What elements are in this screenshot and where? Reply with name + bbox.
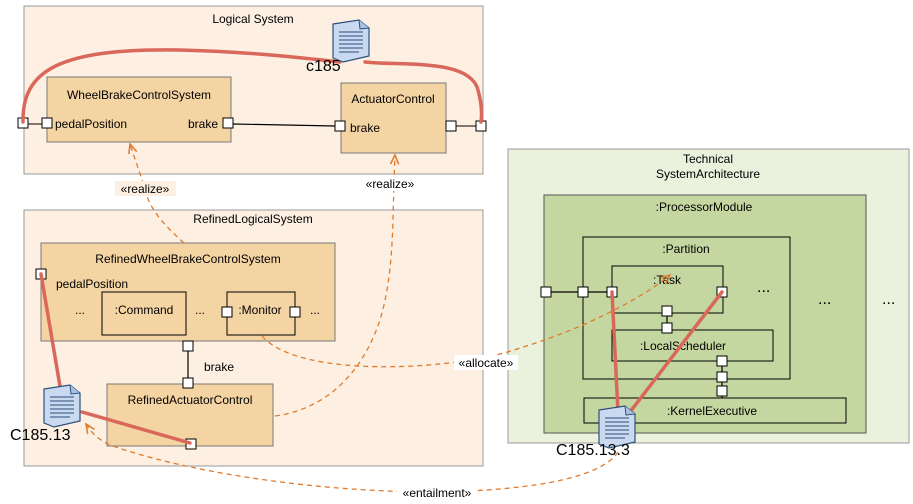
svg-text:«realize»: «realize»: [121, 182, 170, 196]
contract-c185-13-3-label: C185.13.3: [556, 442, 630, 459]
technical-title-line1: Technical: [683, 152, 733, 166]
port: [661, 305, 673, 317]
port: [41, 117, 53, 129]
refined-ellipsis-right: ...: [310, 303, 320, 317]
actuator-brake-port-label: brake: [350, 121, 380, 135]
actuator-control[interactable]: ActuatorControl brake: [340, 82, 447, 154]
realize-label-right: «realize»: [358, 176, 422, 191]
actuator-control-name: ActuatorControl: [351, 92, 434, 106]
port: [222, 117, 234, 129]
entailment-label: «entailment»: [397, 485, 477, 500]
allocate-label: «allocate»: [454, 355, 518, 370]
local-scheduler[interactable]: :LocalScheduler: [611, 329, 774, 362]
refined-brake-label: brake: [204, 360, 234, 374]
port: [445, 120, 457, 132]
wheel-brake-control-system-name: WheelBrakeControlSystem: [67, 88, 211, 102]
contract-link: [21, 48, 342, 124]
port: [540, 286, 552, 298]
refined-wheel-brake-name: RefinedWheelBrakeControlSystem: [95, 252, 280, 266]
port: [577, 286, 589, 298]
logical-system-title: Logical System: [212, 12, 293, 26]
kernel-executive-label: :KernelExecutive: [667, 404, 757, 418]
monitor-part-label: :Monitor: [238, 303, 281, 317]
contract-link: [363, 60, 484, 124]
port: [716, 371, 728, 383]
partition-label: :Partition: [662, 242, 709, 256]
contract-links: [21, 48, 724, 445]
refined-actuator-control[interactable]: RefinedActuatorControl: [106, 383, 274, 447]
technical-title-line2: SystemArchitecture: [656, 167, 760, 181]
technical-ellipsis: ...: [882, 291, 895, 308]
local-scheduler-label: :LocalScheduler: [640, 339, 726, 353]
refined-actuator-control-name: RefinedActuatorControl: [128, 393, 253, 407]
command-part[interactable]: :Command: [101, 291, 187, 336]
realize-label-left: «realize»: [115, 181, 176, 196]
contract-link: [80, 410, 192, 445]
command-part-label: :Command: [115, 303, 174, 317]
port: [716, 355, 728, 367]
refined-logical-system-title: RefinedLogicalSystem: [193, 212, 312, 226]
brake-connector: [232, 123, 336, 127]
contract-c185-13-label: C185.13: [10, 427, 71, 444]
contract-c185-13-3[interactable]: C185.13.3: [556, 405, 636, 459]
refined-ellipsis-mid: ...: [195, 303, 205, 317]
svg-text:«allocate»: «allocate»: [459, 356, 514, 370]
contract-link: [39, 272, 64, 400]
entailment-dependency: [86, 424, 619, 493]
allocate-dependency: [261, 275, 670, 368]
monitor-part[interactable]: :Monitor: [226, 291, 296, 336]
refined-ellipsis-left: ...: [75, 303, 85, 317]
pedal-position-port-label: pedalPosition: [55, 117, 127, 131]
svg-text:«entailment»: «entailment»: [403, 486, 472, 500]
processor-module-label: :ProcessorModule: [656, 200, 753, 214]
port: [334, 120, 346, 132]
port: [182, 340, 194, 352]
contract-link: [628, 290, 724, 414]
svg-text:«realize»: «realize»: [366, 177, 415, 191]
contract-link: [610, 290, 620, 414]
port: [289, 306, 301, 318]
contract-c185-label: c185: [306, 58, 341, 75]
port: [716, 385, 728, 397]
port: [221, 306, 233, 318]
port: [182, 377, 194, 389]
brake-port-label: brake: [188, 117, 218, 131]
contract-c185-13[interactable]: C185.13: [10, 384, 81, 444]
partition-ellipsis: ...: [757, 279, 770, 296]
processor-ellipsis: ...: [818, 291, 831, 308]
port: [661, 322, 673, 334]
refined-pedal-position-label: pedalPosition: [56, 277, 128, 291]
contract-c185[interactable]: c185: [306, 19, 370, 75]
wheel-brake-control-system[interactable]: WheelBrakeControlSystem pedalPosition br…: [46, 76, 232, 143]
